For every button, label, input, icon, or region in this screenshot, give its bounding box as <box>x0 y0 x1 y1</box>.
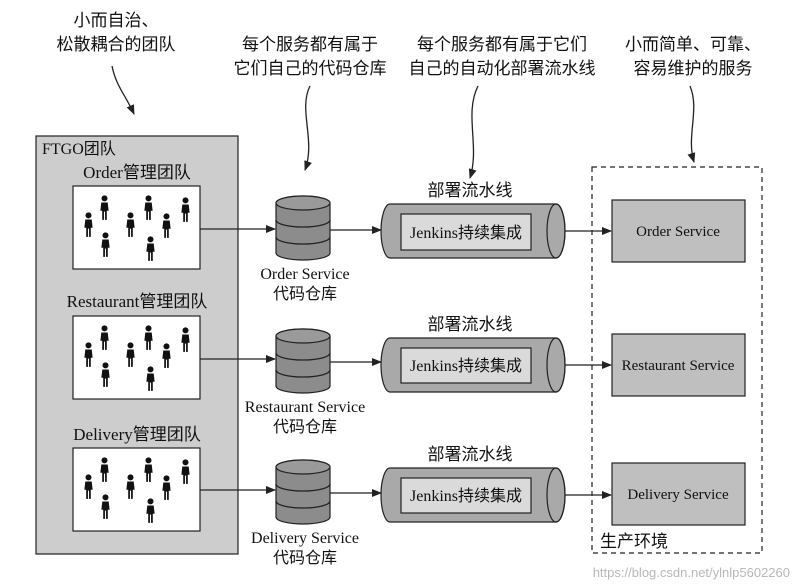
service-name: Order Service <box>636 224 720 240</box>
callout-line: 每个服务都有属于它们 <box>417 35 587 55</box>
team-members-box-restaurant <box>72 315 201 400</box>
pipeline-label: 部署流水线 <box>428 445 513 464</box>
repo-type: 代码仓库 <box>273 549 337 567</box>
repo-name: Order Service <box>260 266 349 283</box>
callout-arrow <box>468 85 479 179</box>
pipeline-stage-box <box>400 213 532 251</box>
team-label-delivery: Delivery管理团队 <box>73 425 200 444</box>
database-top <box>275 328 331 344</box>
callout-line: 自己的自动化部署流水线 <box>409 59 596 79</box>
service-box-delivery <box>611 462 746 526</box>
pipeline-stage-label: Jenkins持续集成 <box>410 487 522 505</box>
repo-type: 代码仓库 <box>273 285 337 303</box>
repo-restaurant: Restaurant Service 代码仓库 <box>245 328 365 436</box>
production-environment: Order Service Restaurant Service Deliver… <box>591 166 763 554</box>
ftgo-team-group: FTGO团队 Order管理团队 Restaurant管理团队 Delivery… <box>35 135 239 555</box>
repo-name: Restaurant Service <box>245 399 365 416</box>
team-group-title: FTGO团队 <box>42 140 116 158</box>
callout-arrow <box>304 85 312 171</box>
database-divider <box>275 369 331 378</box>
callout-line: 每个服务都有属于 <box>242 35 378 55</box>
callout-own-pipeline: 每个服务都有属于它们 自己的自动化部署流水线 <box>409 35 596 179</box>
callout-line: 小而简单、可靠、 <box>625 35 761 55</box>
repo-type: 代码仓库 <box>273 418 337 436</box>
callout-line: 松散耦合的团队 <box>57 35 176 55</box>
pipeline-delivery: 部署流水线 Jenkins持续集成 <box>380 445 566 523</box>
callout-line: 小而自治、 <box>74 11 159 31</box>
callout-line: 它们自己的代码仓库 <box>234 59 387 79</box>
pipeline-stage-label: Jenkins持续集成 <box>410 224 522 242</box>
pipeline-stage-box <box>400 347 532 384</box>
production-label: 生产环境 <box>600 532 668 551</box>
repo-order: Order Service 代码仓库 <box>260 195 350 303</box>
callout-arrow <box>687 85 696 163</box>
database-divider <box>275 219 331 228</box>
database-divider <box>275 500 331 509</box>
service-box-order <box>611 199 746 263</box>
pipeline-label: 部署流水线 <box>428 315 513 334</box>
callout-own-repository: 每个服务都有属于 它们自己的代码仓库 <box>234 35 387 171</box>
service-name: Restaurant Service <box>622 358 735 374</box>
team-members-box-order <box>72 185 201 270</box>
repo-name: Delivery Service <box>251 530 359 547</box>
database-top <box>275 459 331 475</box>
team-members-box-delivery <box>72 447 201 532</box>
database-top <box>275 195 331 211</box>
pipeline-stage-label: Jenkins持续集成 <box>410 357 522 375</box>
callout-line: 容易维护的服务 <box>634 59 753 79</box>
repo-delivery: Delivery Service 代码仓库 <box>251 459 359 567</box>
pipeline-label: 部署流水线 <box>428 181 513 200</box>
pipeline-restaurant: 部署流水线 Jenkins持续集成 <box>380 315 566 393</box>
team-label-order: Order管理团队 <box>83 163 191 182</box>
pipeline-order: 部署流水线 Jenkins持续集成 <box>380 181 566 259</box>
production-dashed-box <box>591 166 763 554</box>
pipeline-stage-box <box>400 477 532 514</box>
callout-simple-services: 小而简单、可靠、 容易维护的服务 <box>625 35 761 163</box>
team-label-restaurant: Restaurant管理团队 <box>67 292 208 311</box>
database-divider <box>275 352 331 361</box>
database-divider <box>275 483 331 492</box>
service-box-restaurant <box>611 333 746 397</box>
callout-autonomous-teams: 小而自治、 松散耦合的团队 <box>57 11 176 115</box>
database-divider <box>275 236 331 245</box>
watermark: https://blog.csdn.net/ylnlp5602260 <box>593 565 790 580</box>
service-name: Delivery Service <box>627 487 729 503</box>
callout-arrow <box>111 65 135 115</box>
